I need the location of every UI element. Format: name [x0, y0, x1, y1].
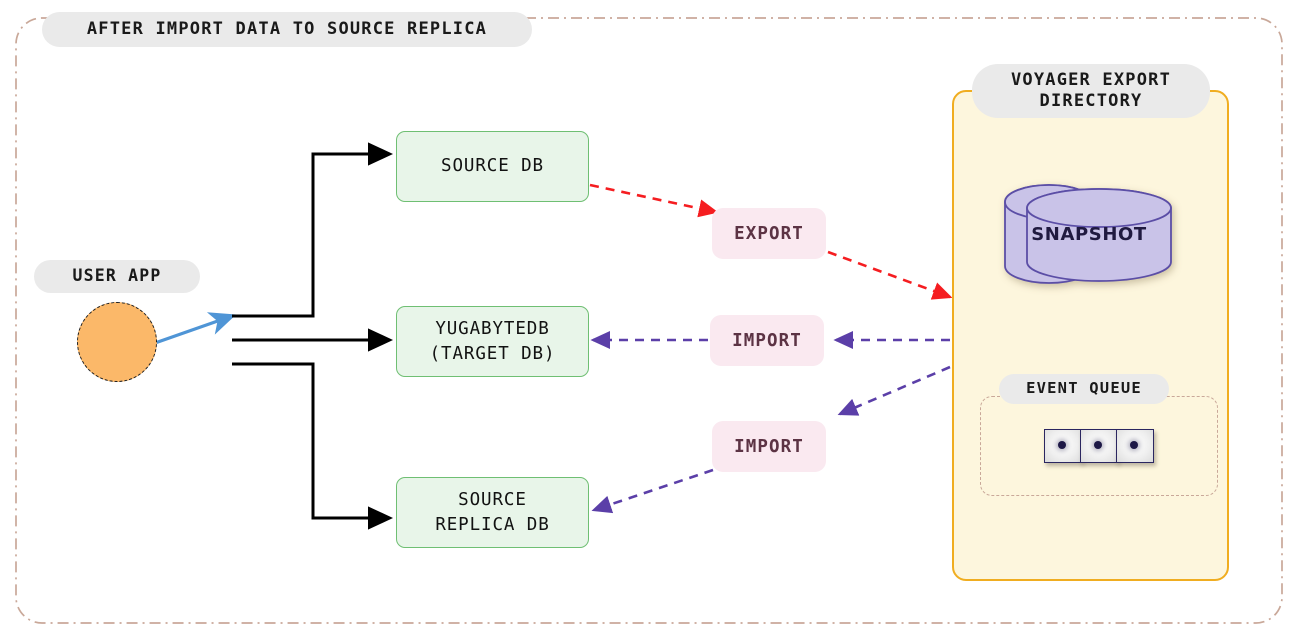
- edge-sourcedb-export: [589, 183, 719, 218]
- edge-userapp-junction: [154, 312, 237, 345]
- edge-junction-source-db: [232, 142, 393, 318]
- voyager-export-directory-panel: [952, 90, 1229, 581]
- edge-directory-import-replica: [837, 365, 951, 416]
- event-queue-label-pill: EVENT QUEUE: [999, 374, 1169, 404]
- diagram-title-pill: AFTER IMPORT DATA TO SOURCE REPLICA: [42, 12, 532, 47]
- voyager-directory-title-pill: VOYAGER EXPORT DIRECTORY: [972, 64, 1210, 118]
- user-app-label-pill: USER APP: [34, 260, 200, 293]
- queue-cell-dot: [1130, 441, 1138, 449]
- node-yugabytedb-target[interactable]: YUGABYTEDB (TARGET DB): [396, 306, 589, 377]
- edge-export-directory: [827, 250, 953, 300]
- node-source-db[interactable]: SOURCE DB: [396, 131, 589, 202]
- node-source-replica-db[interactable]: SOURCE REPLICA DB: [396, 477, 589, 548]
- edge-junction-replica-db: [232, 362, 393, 530]
- outer-boundary: [15, 17, 1283, 624]
- action-export[interactable]: EXPORT: [712, 208, 826, 259]
- queue-cell-dot: [1058, 441, 1066, 449]
- action-import-target[interactable]: IMPORT: [710, 315, 824, 366]
- queue-cell-dot: [1094, 441, 1102, 449]
- snapshot-cylinder-icon: [1004, 184, 1172, 284]
- action-import-replica[interactable]: IMPORT: [712, 421, 826, 472]
- user-app-circle-node[interactable]: [77, 302, 157, 382]
- edge-import-replica-db: [591, 468, 714, 514]
